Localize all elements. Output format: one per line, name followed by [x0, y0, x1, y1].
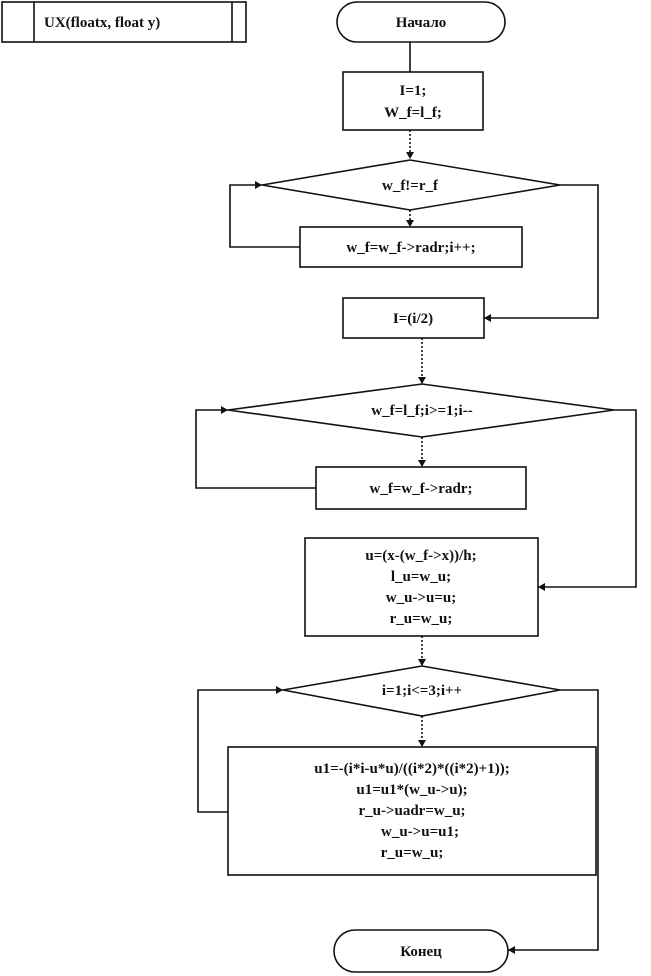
exit-3: [508, 689, 599, 951]
setup-line-2: l_u=w_u;: [391, 569, 451, 585]
arrowhead: [418, 740, 426, 747]
arrowhead: [418, 659, 426, 666]
calc-process: u1=-(i*i-u*u)/((i*2)*((i*2)+1)); u1=u1*(…: [227, 746, 597, 876]
setup-process: u=(x-(w_f->x))/h; l_u=w_u; w_u->u=u; r_u…: [304, 537, 539, 637]
calc-line-3: r_u->uadr=w_u;: [358, 803, 465, 819]
arrowhead: [484, 314, 491, 322]
calc-line-5: r_u=w_u;: [381, 845, 444, 861]
loop-back-3: [197, 689, 283, 813]
loop-back-2: [195, 409, 316, 489]
arrowhead: [538, 583, 545, 591]
init-line-1: I=1;: [400, 83, 427, 99]
init-process: I=1; W_f=l_f;: [342, 71, 484, 131]
function-signature-box: UX(floatx, float y): [1, 1, 247, 43]
exit-2: [538, 409, 637, 588]
arrowhead: [406, 220, 414, 227]
decision-3: i=1;i<=3;i++: [282, 665, 561, 717]
arrowhead: [221, 406, 228, 414]
function-signature: UX(floatx, float y): [44, 15, 160, 31]
decision-2-label: w_f=l_f;i>=1;i--: [371, 403, 472, 419]
arrowhead: [255, 181, 262, 189]
calc-line-4: w_u->u=u1;: [381, 824, 459, 840]
exit-1: [484, 184, 599, 319]
half-process: I=(i/2): [342, 297, 485, 339]
arrowhead: [508, 946, 515, 954]
loop-1-body: w_f=w_f->radr;i++;: [299, 226, 523, 268]
loop-2-body: w_f=w_f->radr;: [315, 466, 527, 510]
end-terminator: Конец: [333, 929, 509, 973]
calc-line-2: u1=u1*(w_u->u);: [356, 782, 467, 798]
end-label: Конец: [400, 944, 442, 960]
arrowhead: [418, 460, 426, 467]
arrowhead: [276, 686, 283, 694]
loop-back-1: [229, 184, 300, 248]
loop-2-body-label: w_f=w_f->radr;: [370, 481, 473, 497]
setup-line-3: w_u->u=u;: [386, 590, 456, 606]
decision-3-label: i=1;i<=3;i++: [382, 683, 462, 699]
setup-line-1: u=(x-(w_f->x))/h;: [365, 548, 476, 564]
init-line-2: W_f=l_f;: [384, 105, 442, 121]
decision-1: w_f!=r_f: [261, 159, 561, 211]
decision-1-label: w_f!=r_f: [382, 178, 439, 194]
arrowhead: [406, 152, 414, 159]
calc-line-1: u1=-(i*i-u*u)/((i*2)*((i*2)+1));: [314, 761, 509, 777]
start-label: Начало: [396, 15, 447, 31]
arrowhead: [418, 377, 426, 384]
decision-2: w_f=l_f;i>=1;i--: [227, 383, 615, 438]
half-label: I=(i/2): [393, 311, 433, 327]
start-terminator: Начало: [336, 1, 506, 43]
loop-1-body-label: w_f=w_f->radr;i++;: [346, 240, 475, 256]
setup-line-4: r_u=w_u;: [390, 611, 453, 627]
